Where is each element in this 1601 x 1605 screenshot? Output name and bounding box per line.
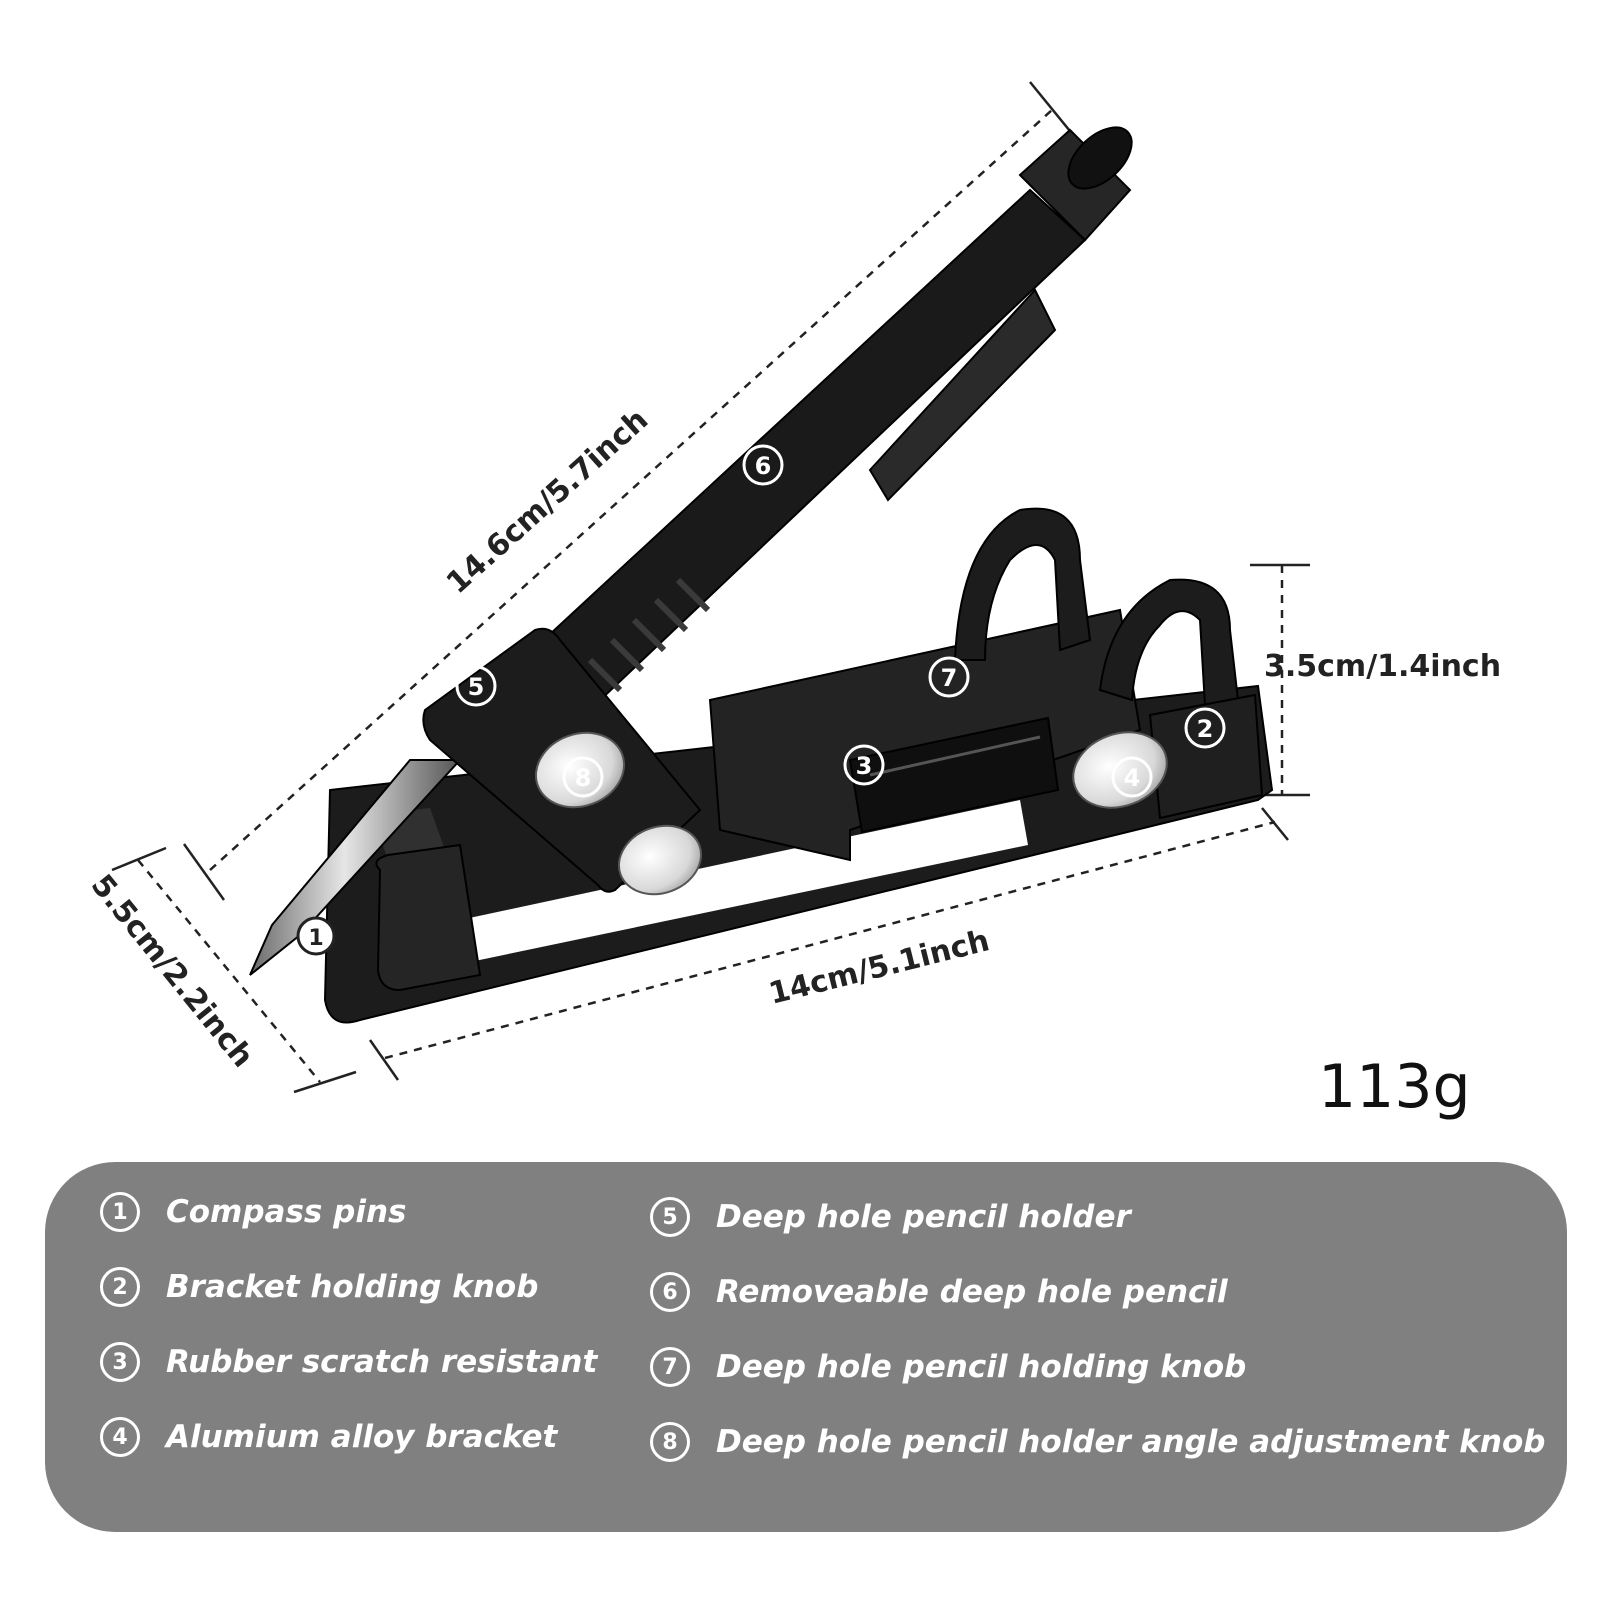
legend-item-7: 7 Deep hole pencil holding knob — [650, 1347, 1246, 1387]
legend-label: Rubber scratch resistant — [166, 1344, 598, 1380]
legend-number: 6 — [650, 1272, 690, 1312]
callout-8: 8 — [562, 756, 604, 798]
legend-label: Removeable deep hole pencil — [716, 1274, 1228, 1310]
svg-text:4: 4 — [1124, 764, 1141, 792]
legend-label: Deep hole pencil holder — [716, 1199, 1131, 1235]
legend-item-3: 3 Rubber scratch resistant — [100, 1342, 597, 1382]
pencil-clip — [868, 288, 1057, 502]
svg-text:1: 1 — [308, 926, 323, 951]
legend-number: 7 — [650, 1347, 690, 1387]
base-length-tick-right — [1261, 807, 1289, 841]
callout-1: 1 — [296, 916, 336, 956]
svg-text:3: 3 — [856, 752, 873, 780]
legend-item-4: 4 Alumium alloy bracket — [100, 1417, 557, 1457]
dimension-lines — [111, 81, 1310, 1094]
knob-8 — [534, 731, 626, 809]
depth-tick-bottom — [293, 1070, 357, 1094]
svg-text:8: 8 — [575, 764, 592, 792]
legend-label: Deep hole pencil holding knob — [716, 1349, 1247, 1385]
pencil-length-tick-top — [1029, 81, 1075, 137]
legend-number: 1 — [100, 1192, 140, 1232]
callout-3: 3 — [843, 744, 885, 786]
depth-label: 5.5cm/2.2inch — [84, 868, 260, 1074]
legend-item-8: 8 Deep hole pencil holder angle adjustme… — [650, 1422, 1545, 1462]
base-length-label: 14cm/5.1inch — [765, 923, 992, 1012]
legend-label: Deep hole pencil holder angle adjustment… — [716, 1424, 1546, 1460]
legend-label: Alumium alloy bracket — [166, 1419, 558, 1455]
weight-label: 113g — [1318, 1052, 1471, 1122]
legend-label: Compass pins — [166, 1194, 407, 1230]
legend-item-1: 1 Compass pins — [100, 1192, 407, 1232]
legend-item-2: 2 Bracket holding knob — [100, 1267, 538, 1307]
legend-panel: 1 Compass pins 2 Bracket holding knob 3 … — [45, 1162, 1567, 1532]
legend-label: Bracket holding knob — [166, 1269, 539, 1305]
depth-tick-top — [111, 846, 167, 872]
callout-2: 2 — [1184, 707, 1226, 749]
pencil-grip-ribs — [587, 577, 711, 693]
pencil-length-line — [209, 109, 1053, 871]
legend-item-5: 5 Deep hole pencil holder — [650, 1197, 1131, 1237]
svg-text:5: 5 — [468, 673, 485, 701]
callout-4: 4 — [1111, 756, 1153, 798]
legend-item-6: 6 Removeable deep hole pencil — [650, 1272, 1228, 1312]
bracket-loops — [953, 507, 1240, 707]
legend-number: 8 — [650, 1422, 690, 1462]
depth-line — [137, 859, 321, 1083]
inner-box — [708, 608, 1142, 862]
pencil-length-tick-bottom — [182, 843, 226, 901]
base-length-line — [384, 820, 1276, 1060]
knob-4 — [1072, 731, 1168, 809]
pencil-cap-top — [1067, 126, 1133, 190]
legend-number: 4 — [100, 1417, 140, 1457]
legend-number: 3 — [100, 1342, 140, 1382]
height-label: 3.5cm/1.4inch — [1264, 649, 1501, 684]
legend-number: 2 — [100, 1267, 140, 1307]
svg-text:2: 2 — [1197, 715, 1214, 743]
svg-text:6: 6 — [755, 452, 772, 480]
svg-text:7: 7 — [941, 664, 958, 692]
callout-7: 7 — [928, 656, 970, 698]
knob-lower — [617, 824, 703, 896]
callout-6: 6 — [742, 444, 784, 486]
legend-number: 5 — [650, 1197, 690, 1237]
base-length-tick-left — [368, 1039, 400, 1081]
callout-5: 5 — [455, 665, 497, 707]
